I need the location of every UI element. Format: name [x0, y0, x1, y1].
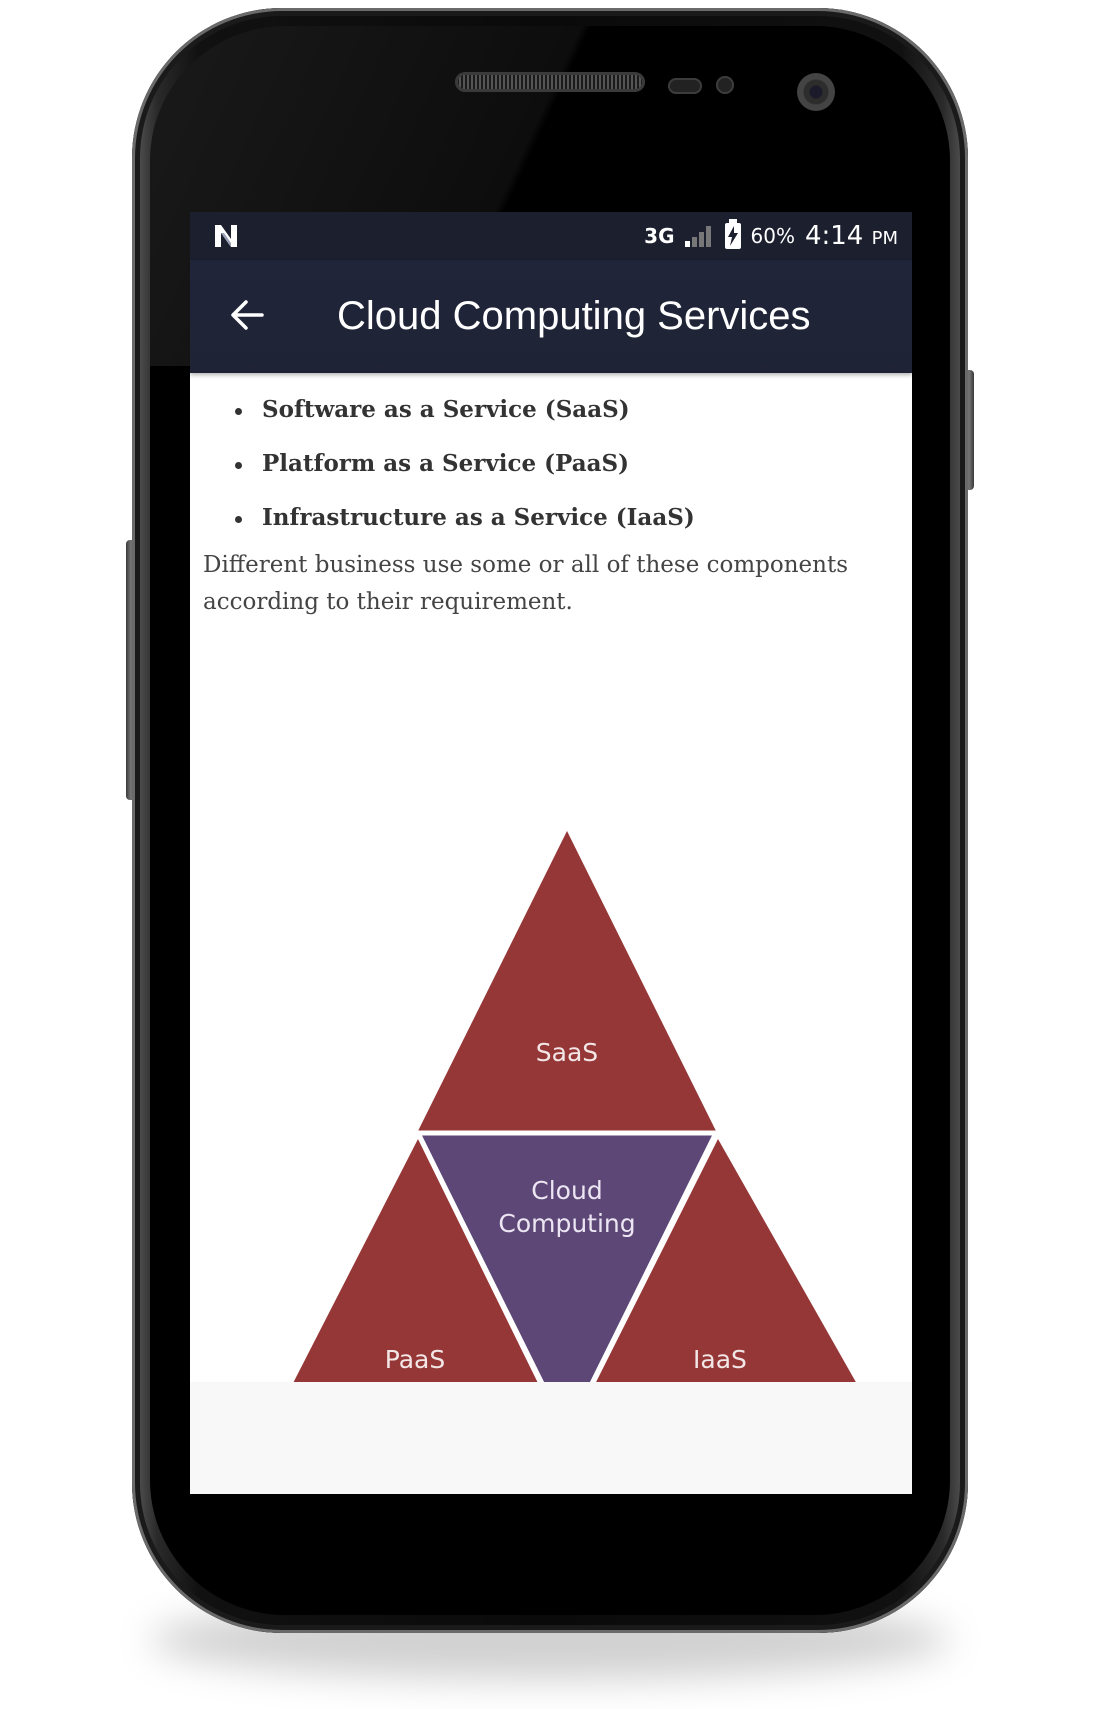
clock-time: 4:14 — [804, 221, 864, 251]
diagram-divider — [415, 1130, 721, 1440]
status-indicators: 3G 60% 4:14 PM — [644, 212, 898, 260]
android-n-icon — [215, 225, 237, 247]
paas-label: PaaS — [385, 1345, 445, 1374]
paas-triangle — [267, 1139, 563, 1434]
description-paragraph: Different business use some or all of th… — [203, 552, 849, 615]
iaas-label: IaaS — [693, 1345, 747, 1374]
list-item: Infrastructure as a Service (IaaS) — [235, 497, 695, 551]
power-button — [964, 370, 974, 490]
app-bar: Cloud Computing Services — [190, 260, 912, 373]
saas-triangle — [418, 831, 716, 1131]
clock-ampm: PM — [871, 228, 898, 249]
status-bar: 3G 60% 4:14 PM — [190, 212, 912, 260]
earpiece-speaker — [455, 72, 645, 92]
front-camera-icon — [797, 73, 835, 111]
battery-percent: 60% — [750, 224, 795, 248]
network-type: 3G — [644, 224, 675, 248]
volume-button — [126, 540, 136, 800]
saas-label: SaaS — [536, 1038, 598, 1067]
battery-charging-icon — [724, 219, 741, 249]
bottom-area — [190, 1382, 912, 1494]
light-sensor — [716, 76, 734, 94]
proximity-sensor — [668, 78, 702, 94]
page-title: Cloud Computing Services — [337, 294, 811, 338]
list-item: Platform as a Service (PaaS) — [235, 443, 695, 497]
cloud-label-line1: Cloud — [531, 1176, 602, 1205]
list-item: Software as a Service (SaaS) — [235, 389, 695, 443]
services-list: Software as a Service (SaaS) Platform as… — [235, 389, 695, 551]
cloud-computing-triangle — [418, 1133, 716, 1434]
signal-strength-icon — [684, 223, 715, 249]
cloud-label-line2: Computing — [498, 1209, 635, 1238]
clock: 4:14 PM — [805, 221, 898, 251]
back-arrow-icon[interactable] — [226, 294, 268, 336]
phone-screen: 3G 60% 4:14 PM Cloud Computing Services … — [190, 212, 912, 1494]
